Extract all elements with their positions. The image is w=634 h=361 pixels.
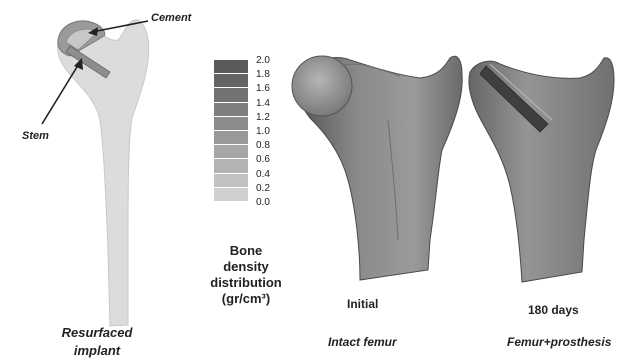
legend-swatch (214, 173, 248, 187)
legend-tick-label: 1.0 (256, 127, 270, 137)
legend-swatch (214, 87, 248, 101)
legend-title-line1: Bone (209, 243, 283, 259)
legend-swatch (214, 187, 248, 201)
legend-tick-label: 0.8 (256, 141, 270, 151)
implant-caption-line1: Resurfaced (42, 325, 152, 340)
days-femur-body (469, 58, 614, 282)
legend-swatch (214, 116, 248, 130)
legend-tick-label: 0.0 (256, 198, 270, 208)
resurfaced-implant-illustration (42, 20, 149, 326)
implant-caption-line2: implant (42, 343, 152, 358)
legend-title-line4: (gr/cm³) (209, 291, 283, 307)
initial-caption: Intact femur (328, 335, 397, 349)
legend-swatch (214, 158, 248, 172)
legend-tick-label: 0.2 (256, 184, 270, 194)
legend-tick-label: 0.4 (256, 170, 270, 180)
legend-tick-label: 0.6 (256, 155, 270, 165)
days-femur-model (469, 58, 614, 282)
initial-femur-model (292, 56, 462, 280)
legend-title-line2: density (209, 259, 283, 275)
legend-swatch (214, 59, 248, 73)
implant-femur-body (57, 20, 148, 326)
legend-swatch (214, 102, 248, 116)
legend-tick-label: 2.0 (256, 56, 270, 66)
legend-tick-label: 1.8 (256, 70, 270, 80)
cement-label: Cement (151, 12, 191, 24)
days-label: 180 days (528, 303, 579, 317)
legend-tick-label: 1.2 (256, 113, 270, 123)
days-caption: Femur+prosthesis (507, 335, 611, 349)
legend-title-line3: distribution (201, 275, 291, 291)
legend-swatch (214, 130, 248, 144)
initial-label: Initial (347, 297, 378, 311)
legend-tick-label: 1.4 (256, 99, 270, 109)
legend-swatch (214, 144, 248, 158)
legend-swatch (214, 73, 248, 87)
legend-tick-label: 1.6 (256, 84, 270, 94)
stem-label: Stem (22, 130, 49, 142)
stem-arrow (42, 62, 80, 124)
